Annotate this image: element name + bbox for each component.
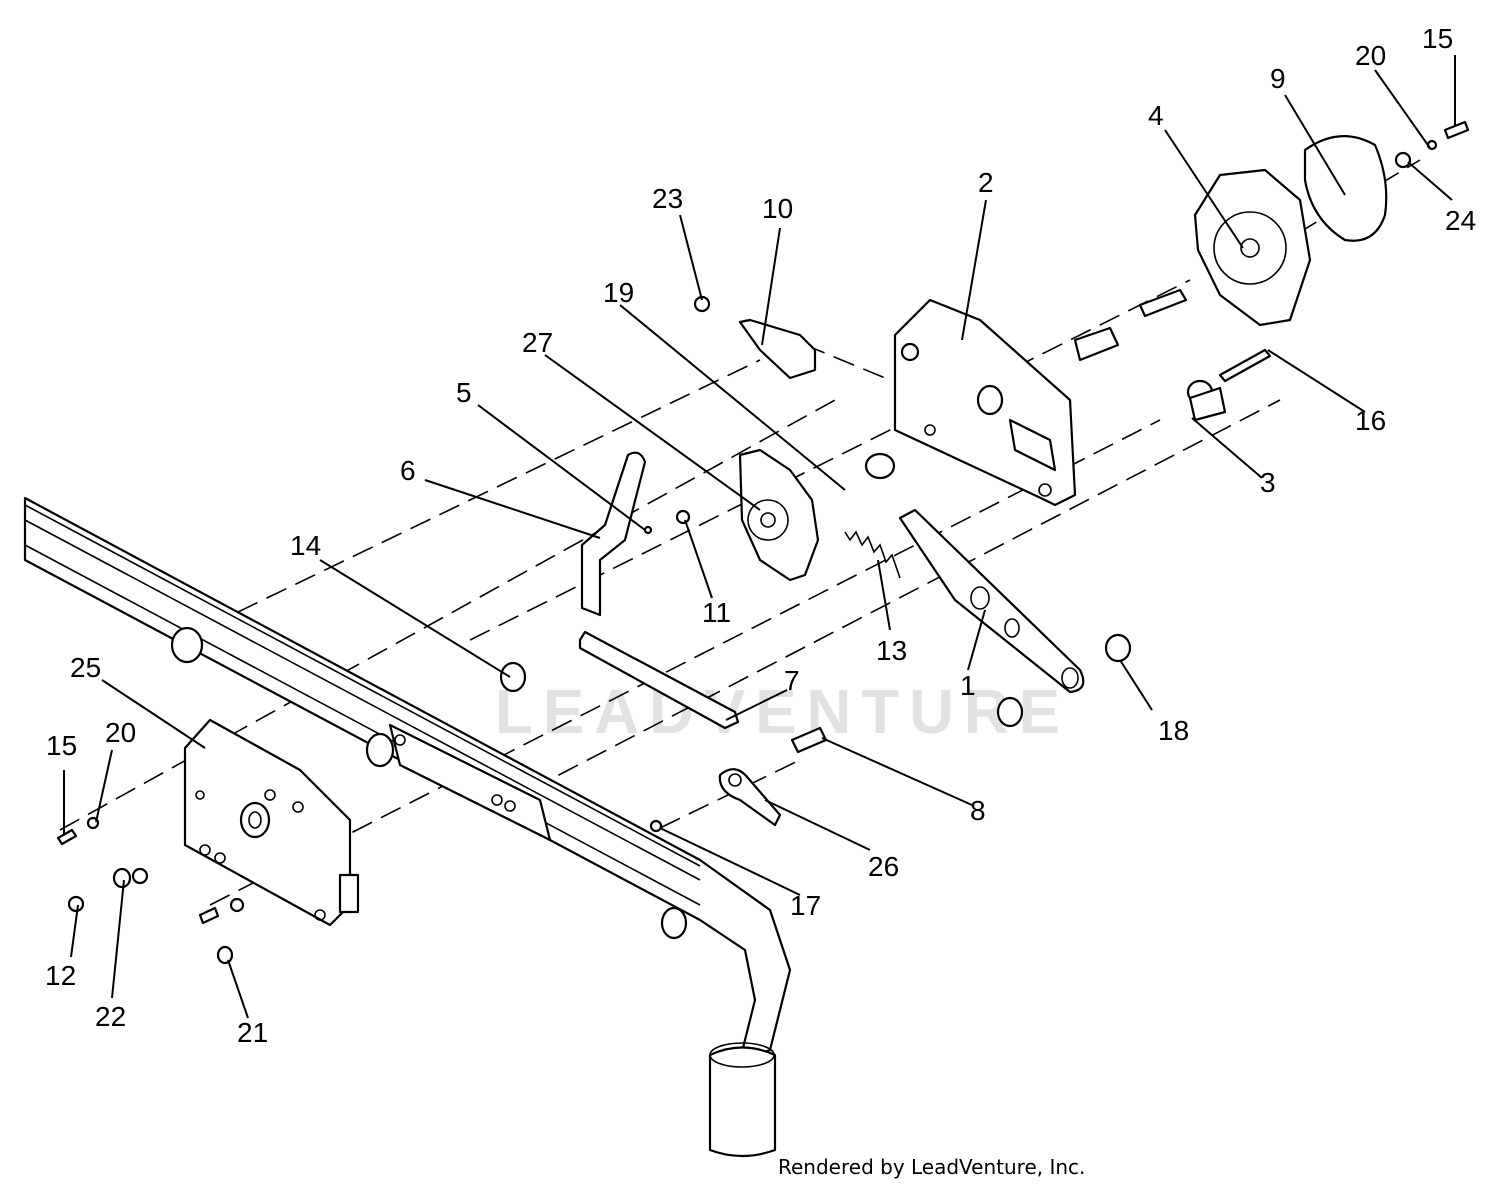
clip-part-11 [675,509,691,525]
bracket-part-26 [718,768,782,827]
callout-1: 1 [960,670,976,701]
snap-ring-part-18 [1104,633,1132,663]
callout-13: 13 [876,635,907,666]
spring-part-13 [844,530,901,579]
callout-8: 8 [970,795,986,826]
callout-19: 19 [603,277,634,308]
callout-20-right: 20 [1355,40,1386,71]
callout-6: 6 [400,455,416,486]
callout-21: 21 [237,1017,268,1048]
washer-near-part-1 [996,696,1024,728]
callout-9: 9 [1270,63,1286,94]
lever-part-6 [580,451,647,617]
callout-2: 2 [978,167,994,198]
callout-20-left: 20 [105,717,136,748]
callouts: 1 2 3 4 5 6 7 8 9 10 11 12 13 14 15 15 1… [45,23,1476,1048]
bushing-part-14 [499,661,527,693]
callout-10: 10 [762,193,793,224]
callout-5: 5 [456,377,472,408]
callout-15-left: 15 [46,730,77,761]
callout-26: 26 [868,851,899,882]
sprocket-part-4 [1193,168,1312,327]
pin-part-16 [1218,348,1272,383]
callout-12: 12 [45,960,76,991]
pivot-part-3 [1073,288,1227,422]
credit-text: Rendered by LeadVenture, Inc. [778,1155,1085,1179]
bracket-part-10 [693,295,817,380]
callout-15-right: 15 [1422,23,1453,54]
bushing-part-19 [864,452,896,480]
callout-18: 18 [1158,715,1189,746]
callout-17: 17 [790,890,821,921]
callout-14: 14 [290,530,321,561]
callout-24: 24 [1445,205,1476,236]
disc-part-9 [1303,135,1388,242]
side-plate-part-25 [183,718,360,927]
callout-11: 11 [702,597,731,628]
leader-lines [63,55,1456,1019]
hardware-upper-right [1394,120,1470,169]
sprocket-part-27 [738,448,820,582]
callout-23: 23 [652,183,683,214]
callout-22: 22 [95,1001,126,1032]
link-bar-part-7 [578,630,740,730]
callout-27: 27 [522,327,553,358]
pin-part-5 [643,525,653,535]
callout-25: 25 [70,652,101,683]
callout-7: 7 [784,665,800,696]
callout-3: 3 [1260,467,1276,498]
watermark-text: LEADVENTURE [495,678,1070,747]
frame-rail [23,496,792,1158]
callout-16: 16 [1355,405,1386,436]
housing-part-2 [893,298,1077,507]
arm-part-1 [898,508,1085,694]
clip-part-17 [649,819,663,833]
callout-4: 4 [1148,100,1164,131]
